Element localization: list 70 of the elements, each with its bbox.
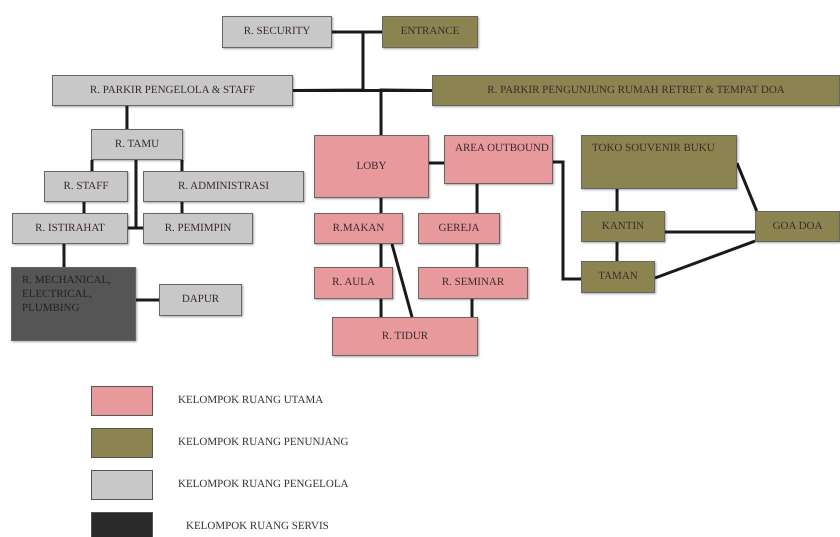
room-box bbox=[314, 135, 429, 198]
room-label: R. ISTIRAHAT bbox=[35, 222, 105, 236]
room-label: R. STAFF bbox=[64, 180, 108, 194]
connector-line bbox=[82, 202, 86, 213]
legend-label: KELOMPOK RUANG SERVIS bbox=[186, 520, 329, 532]
room-label: R. SECURITY bbox=[244, 25, 310, 39]
room-box bbox=[222, 16, 332, 48]
room-label: GOA DOA bbox=[772, 220, 822, 234]
room-label: DAPUR bbox=[182, 293, 220, 307]
connector-line bbox=[180, 160, 184, 171]
room-label: TOKO SOUVENIR BUKU bbox=[592, 142, 715, 156]
room-label: R. TAMU bbox=[114, 138, 160, 152]
room-label: R. TIDUR bbox=[382, 330, 428, 344]
connector-line bbox=[736, 162, 758, 212]
connector-line bbox=[665, 230, 755, 234]
legend-label: KELOMPOK RUANG PENUNJANG bbox=[178, 436, 349, 448]
connector-line bbox=[615, 242, 619, 261]
room-box bbox=[581, 211, 665, 242]
room-box bbox=[755, 211, 840, 242]
connector-line bbox=[390, 244, 414, 318]
room-label: R.MAKAN bbox=[332, 222, 384, 236]
room-label: R. SEMINAR bbox=[442, 276, 504, 290]
connector-line bbox=[380, 88, 432, 135]
room-label: ENTRANCE bbox=[400, 25, 460, 39]
room-box bbox=[314, 213, 403, 244]
connector-line bbox=[553, 160, 581, 280]
room-label: R. PARKIR PENGELOLA & STAFF bbox=[90, 84, 256, 98]
connector-line bbox=[90, 160, 94, 171]
connector-line bbox=[380, 198, 383, 213]
room-box bbox=[12, 213, 128, 244]
room-box bbox=[143, 213, 253, 244]
room-label: R. PARKIR PENGUNJUNG RUMAH RETRET & TEMPAT DOA bbox=[487, 84, 785, 98]
room-box bbox=[581, 261, 655, 293]
connector-line bbox=[476, 184, 479, 213]
room-label: R. PEMIMPIN bbox=[164, 222, 232, 236]
room-box bbox=[159, 284, 242, 316]
connector-line bbox=[616, 189, 619, 211]
room-label: KANTIN bbox=[602, 220, 644, 234]
room-label: R. AULA bbox=[332, 276, 375, 290]
connector-line bbox=[654, 240, 756, 280]
room-box bbox=[91, 129, 183, 160]
connector-line bbox=[380, 299, 383, 317]
room-label: AREA OUTBOUND bbox=[455, 142, 549, 156]
room-box bbox=[444, 135, 553, 184]
room-box bbox=[581, 135, 737, 189]
room-label: R. ADMINISTRASI bbox=[178, 180, 270, 194]
connector-line bbox=[134, 160, 143, 230]
room-box bbox=[332, 317, 478, 356]
connector-line bbox=[380, 244, 383, 267]
room-label: LOBY bbox=[356, 160, 386, 174]
room-box bbox=[418, 213, 500, 244]
room-box bbox=[11, 267, 136, 341]
room-box bbox=[382, 16, 478, 48]
legend-label: KELOMPOK RUANG PENGELOLA bbox=[178, 478, 348, 490]
connector-line bbox=[429, 161, 444, 164]
room-box bbox=[432, 75, 840, 106]
room-box bbox=[44, 171, 128, 202]
room-label: TAMAN bbox=[598, 270, 638, 284]
connector-line bbox=[62, 244, 66, 267]
connector-line bbox=[475, 244, 479, 267]
connector-line bbox=[470, 299, 474, 317]
connector-line bbox=[125, 106, 128, 129]
room-label: GEREJA bbox=[438, 222, 480, 236]
legend-label: KELOMPOK RUANG UTAMA bbox=[178, 394, 324, 406]
room-box bbox=[418, 267, 528, 299]
connector-line bbox=[180, 202, 184, 214]
room-box bbox=[143, 171, 304, 202]
connector-line bbox=[136, 298, 159, 302]
room-box bbox=[52, 75, 293, 106]
room-box bbox=[314, 267, 393, 299]
